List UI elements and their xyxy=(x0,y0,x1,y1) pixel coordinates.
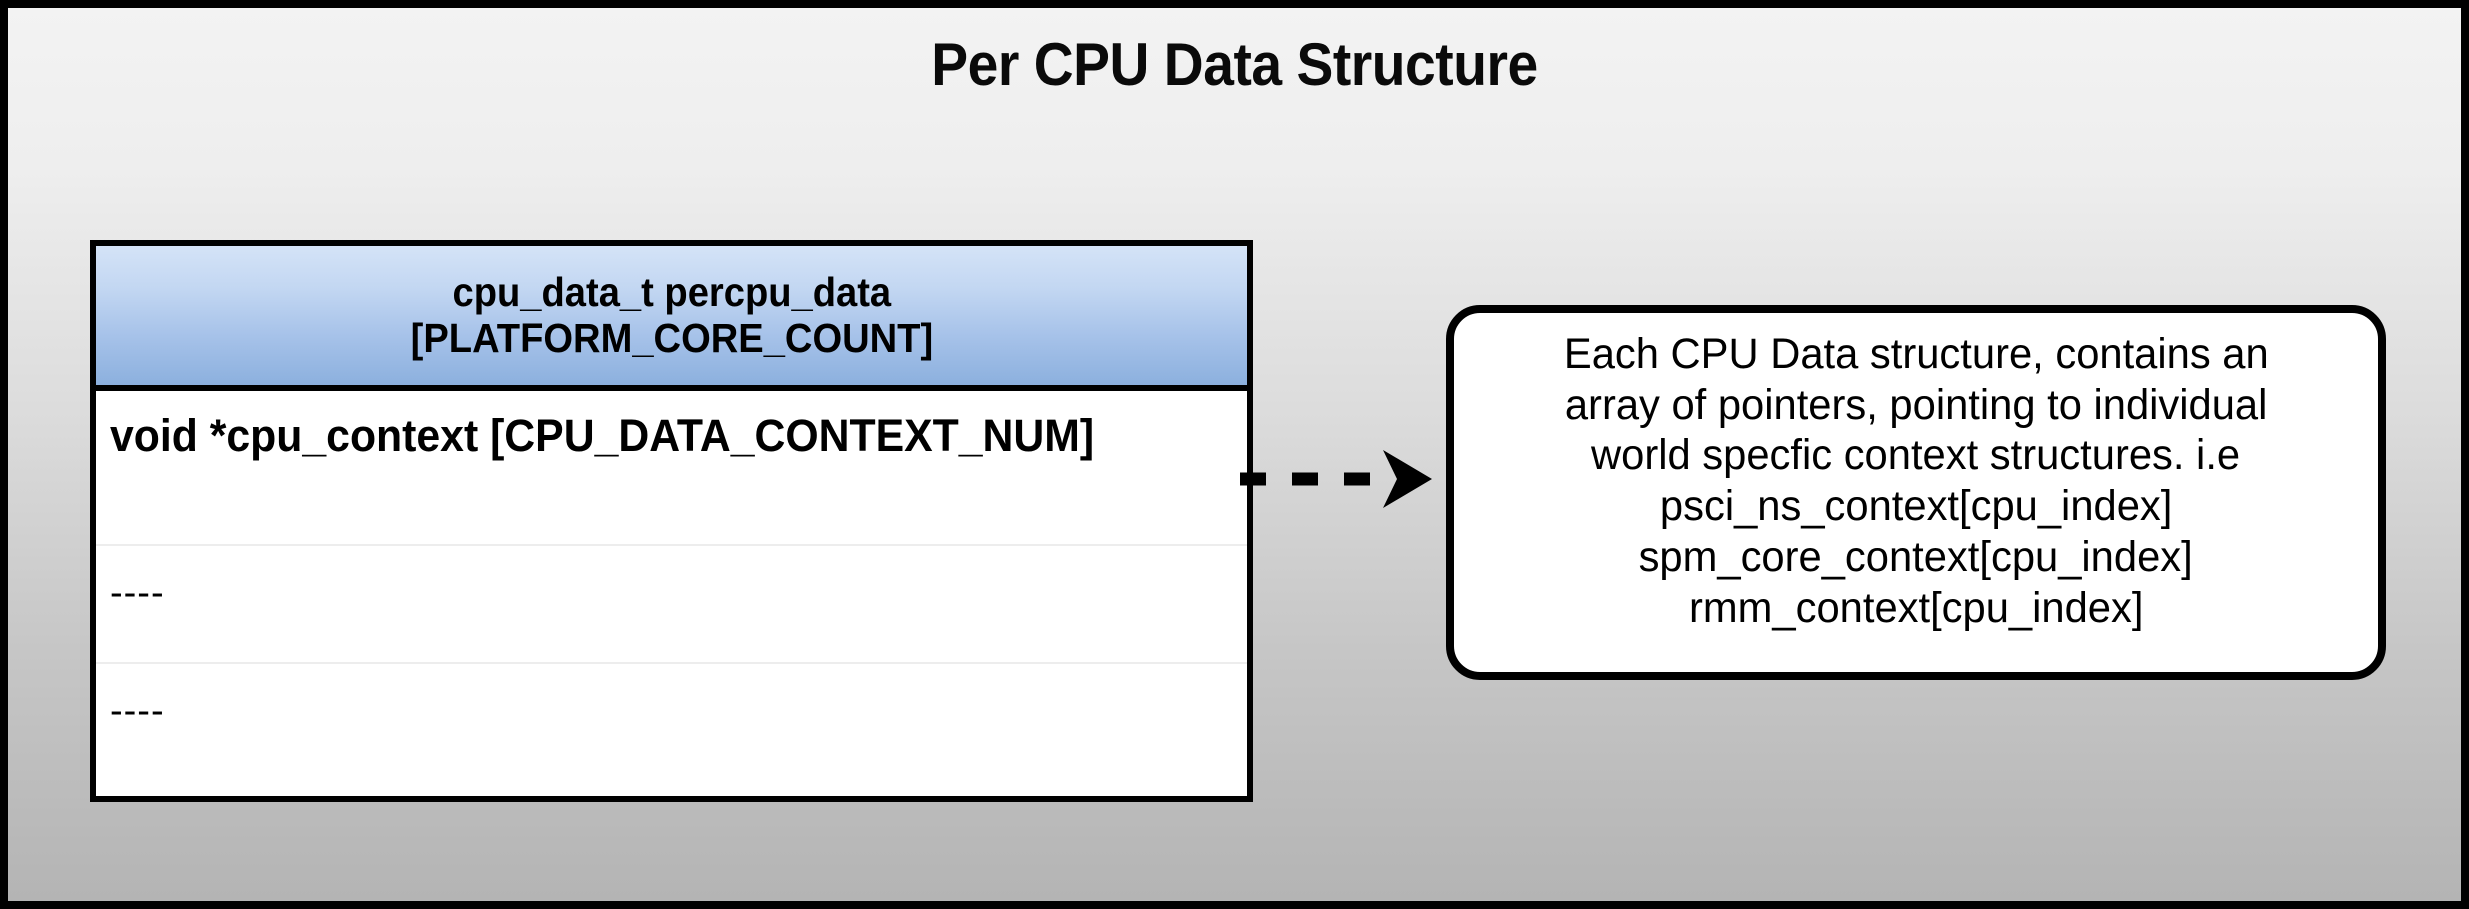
callout-line-4: psci_ns_context[cpu_index] xyxy=(1659,482,2173,531)
struct-table-header: cpu_data_t percpu_data [PLATFORM_CORE_CO… xyxy=(96,246,1247,391)
struct-header-line-2: [PLATFORM_CORE_COUNT] xyxy=(410,314,933,361)
dashed-arrow-icon xyxy=(1240,450,1432,508)
callout-line-3: world specfic context structures. i.e xyxy=(1591,431,2241,480)
percpu-data-struct-table: cpu_data_t percpu_data [PLATFORM_CORE_CO… xyxy=(90,240,1253,802)
callout-note: Each CPU Data structure, contains an arr… xyxy=(1446,305,2386,680)
struct-field-placeholder-1: ---- xyxy=(110,572,165,614)
callout-line-1: Each CPU Data structure, contains an xyxy=(1563,330,2269,378)
table-row: ---- xyxy=(96,544,1247,662)
table-row: void *cpu_context [CPU_DATA_CONTEXT_NUM] xyxy=(96,391,1247,544)
callout-line-2: array of pointers, pointing to individua… xyxy=(1564,380,2268,429)
callout-line-6: rmm_context[cpu_index] xyxy=(1688,583,2144,632)
struct-field-cpu-context: void *cpu_context [CPU_DATA_CONTEXT_NUM] xyxy=(110,410,1095,461)
struct-header-line-1: cpu_data_t percpu_data xyxy=(452,269,891,316)
callout-line-5: spm_core_context[cpu_index] xyxy=(1638,532,2194,581)
struct-field-placeholder-2: ---- xyxy=(110,690,165,732)
page-title: Per CPU Data Structure xyxy=(931,31,1538,98)
table-row: ---- xyxy=(96,662,1247,786)
